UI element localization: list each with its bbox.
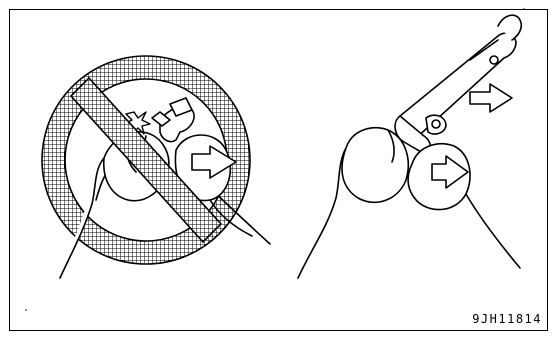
- gripping-hand-drawing: [408, 144, 520, 268]
- tool-icon: [395, 15, 521, 156]
- correct-method-panel: [298, 15, 521, 278]
- wrong-method-panel: [42, 56, 270, 278]
- holding-hand-drawing: [298, 128, 408, 278]
- figure-code: 9JH11814: [472, 312, 542, 326]
- tool-arrow-icon: [470, 84, 512, 112]
